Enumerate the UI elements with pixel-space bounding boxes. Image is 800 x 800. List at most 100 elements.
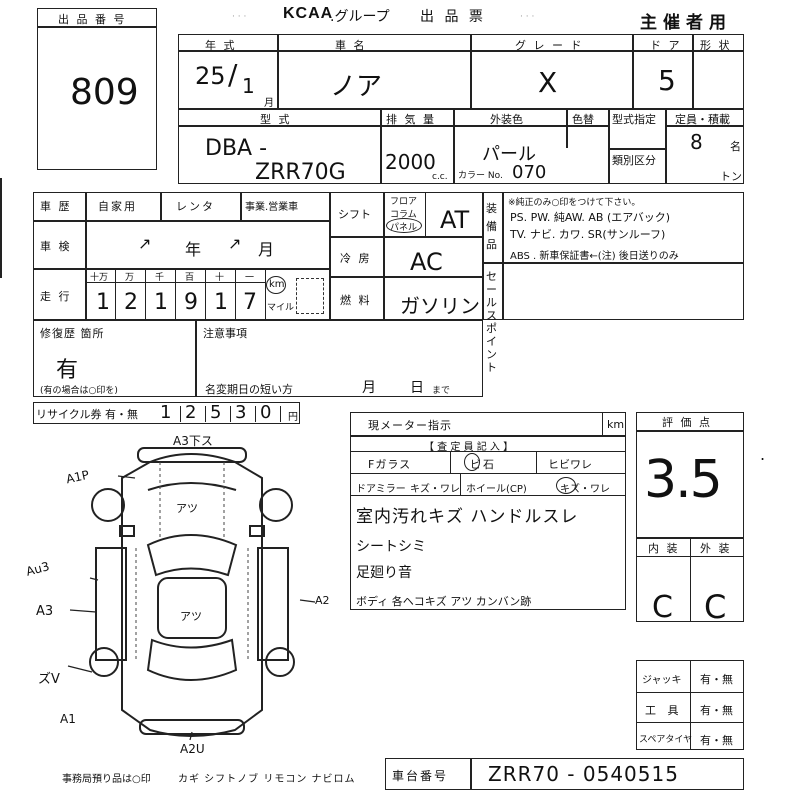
shift-label: シフト bbox=[338, 208, 371, 221]
meter-unit: km bbox=[607, 418, 625, 431]
recycle-box bbox=[33, 402, 300, 424]
recycle-label: リサイクル券 有・無 bbox=[36, 408, 138, 421]
inspection-year-value: ↗ bbox=[138, 234, 152, 253]
jack-yes-no: 有・無 bbox=[700, 673, 733, 686]
office-note: 事務局預り品は○印 bbox=[62, 774, 151, 785]
lot-number-label: 出 品 番 号 bbox=[58, 13, 127, 26]
equipment-box bbox=[330, 192, 744, 320]
interior-value: C bbox=[652, 590, 673, 625]
digit-label: 一 bbox=[245, 273, 255, 283]
inspector-header: 【 査 定 員 記 入 】 bbox=[424, 442, 514, 453]
model-designation-label: 型式指定 bbox=[612, 113, 656, 126]
doors-value: 5 bbox=[658, 64, 676, 97]
year-label: 年 式 bbox=[205, 39, 237, 52]
doors-label: ド ア bbox=[650, 39, 682, 52]
recycle-digit: 2 bbox=[185, 402, 197, 423]
office-items: カギ シフトノブ リモコン ナビロム bbox=[178, 774, 356, 785]
chassis-label: 車台番号 bbox=[392, 769, 449, 783]
wheel-circle bbox=[556, 477, 576, 494]
damage-right: A2 bbox=[315, 594, 330, 607]
usage-box bbox=[33, 192, 330, 320]
name-change-label: 名変期日の短い方 bbox=[205, 383, 293, 396]
mileage-digit: 9 bbox=[184, 290, 198, 315]
dots-left: · · · bbox=[232, 12, 247, 22]
rental-label: レンタ bbox=[176, 200, 215, 213]
repair-note: (有の場合は○印を) bbox=[40, 386, 118, 396]
exterior-label: 外 装 bbox=[700, 542, 732, 555]
chassis-box bbox=[385, 758, 744, 790]
inspector-box bbox=[350, 412, 626, 610]
spare-label: スペアタイヤ bbox=[639, 735, 693, 745]
damage-roof: アツ bbox=[176, 502, 198, 515]
mileage-digit: 1 bbox=[214, 290, 228, 315]
chassis-value: ZRR70 - 0540515 bbox=[488, 762, 679, 786]
damage-left-bottom: ズV bbox=[38, 672, 60, 687]
equip-note: ※純正のみ○印をつけて下さい。 bbox=[508, 198, 641, 208]
exterior-value: C bbox=[704, 588, 727, 626]
damage-bottom: A2U bbox=[180, 742, 205, 756]
category-label: 類別区分 bbox=[612, 154, 656, 167]
damage-body: アツ bbox=[180, 610, 202, 623]
panel-label: パネル bbox=[390, 223, 418, 233]
grade-value: X bbox=[538, 66, 558, 99]
car-name-value: ノア bbox=[330, 72, 383, 102]
sheet-title: 出 品 票 bbox=[420, 9, 486, 25]
repair-box bbox=[33, 320, 483, 397]
equip-line-2: TV. ナビ. カワ. SR(サンルーフ) bbox=[510, 228, 666, 241]
inspection-year-unit: 年 bbox=[185, 240, 204, 259]
digit-label: 十万 bbox=[90, 273, 109, 283]
inspection-month-value: ↗ bbox=[228, 234, 242, 253]
year-value: 25 bbox=[195, 62, 226, 90]
comment-line-2: シートシミ bbox=[356, 539, 426, 555]
equip-line-1: PS. PW. 純AW. AB (エアバック) bbox=[510, 211, 671, 224]
model-value-2: ZRR70G bbox=[255, 160, 346, 185]
jack-label: ジャッキ bbox=[642, 675, 682, 686]
mileage-digit: 1 bbox=[96, 290, 110, 315]
brand-suffix: .グループ bbox=[330, 9, 390, 25]
tools-yes-no: 有・無 bbox=[700, 704, 733, 717]
month-slash: / bbox=[228, 58, 238, 91]
km-label: km bbox=[269, 279, 285, 290]
capacity-label: 定員・積載 bbox=[675, 113, 730, 126]
comment-line-1: 室内汚れキズ ハンドルスレ bbox=[356, 507, 579, 527]
comment-line-3: 足廻り音 bbox=[356, 565, 412, 581]
damage-left-corner: A1 bbox=[60, 712, 76, 726]
column-label: コラム bbox=[390, 210, 417, 220]
interior-label: 内 装 bbox=[648, 542, 680, 555]
score-label: 評 価 点 bbox=[662, 416, 712, 429]
month-unit: 月 bbox=[264, 98, 274, 109]
comment-line-4: ボディ 各ヘコキズ アツ カンバン跡 bbox=[356, 595, 532, 608]
business-label: 事業.営業車 bbox=[245, 202, 299, 213]
cc-unit: c.c. bbox=[432, 172, 448, 182]
brand-logo: KCAA bbox=[283, 5, 334, 22]
notes-label: 注意事項 bbox=[203, 327, 247, 340]
mile-label: マイル bbox=[267, 303, 295, 313]
meter-label: 現メーター指示 bbox=[368, 419, 452, 432]
shape-label: 形 状 bbox=[700, 39, 732, 52]
capacity-unit: 名 bbox=[730, 140, 741, 153]
stray-dot: . bbox=[760, 445, 766, 464]
recycle-digit: 5 bbox=[210, 402, 222, 423]
sales-point-label: セールスポイント bbox=[486, 270, 497, 374]
recycle-digit: 0 bbox=[260, 402, 272, 423]
tools-label: 工 具 bbox=[645, 704, 683, 717]
displacement-value: 2000 bbox=[385, 150, 436, 174]
mileage-digit: 7 bbox=[243, 290, 257, 315]
digit-label: 千 bbox=[155, 273, 165, 283]
ac-label: 冷 房 bbox=[340, 252, 372, 265]
shift-value: AT bbox=[440, 206, 470, 234]
inspection-month-unit: 月 bbox=[258, 240, 277, 259]
damage-left-low: A3 bbox=[36, 604, 54, 619]
recycle-digit: 1 bbox=[160, 402, 172, 423]
load-unit: トン bbox=[720, 170, 742, 183]
km-circle bbox=[266, 276, 286, 294]
door-mirror-label: ドアミラー bbox=[356, 484, 406, 495]
lot-number-value: 809 bbox=[70, 72, 139, 113]
mileage-digit: 2 bbox=[124, 290, 138, 315]
wheel-value: キズ・ワレ bbox=[560, 484, 610, 495]
windshield-label: Fガラス bbox=[368, 458, 412, 471]
model-value-1: DBA - bbox=[205, 136, 268, 161]
windshield-crack: ヒビワレ bbox=[548, 458, 592, 471]
private-label: 自家用 bbox=[98, 200, 137, 213]
